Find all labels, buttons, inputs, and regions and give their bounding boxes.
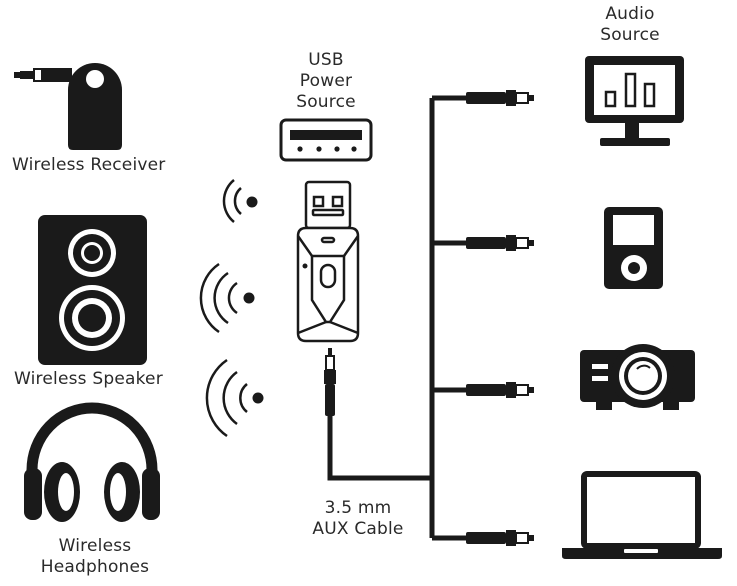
- wireless-receiver-label: Wireless Receiver: [12, 155, 166, 175]
- aux-cable-label-line1: 3.5 mm: [324, 498, 392, 518]
- usb-port-icon: [279, 118, 373, 162]
- wifi-signal-icon: [205, 358, 264, 438]
- aux-cable-label: 3.5 mm AUX Cable: [300, 498, 416, 540]
- speaker-icon: [38, 215, 147, 365]
- wireless-speaker-label: Wireless Speaker: [14, 369, 163, 389]
- usb-power-source-label: USB Power Source: [280, 50, 372, 113]
- wireless-headphones-label-line1: Wireless: [58, 536, 132, 556]
- bluetooth-adapter-icon: [296, 180, 360, 343]
- aux-plug-icon: [466, 530, 534, 546]
- headphones-icon: [24, 402, 160, 522]
- laptop-icon: [562, 471, 722, 559]
- usb-power-source-label-line2: Power: [299, 71, 353, 91]
- aux-plug-icon: [466, 382, 534, 398]
- audio-source-label-line2: Source: [600, 25, 660, 45]
- aux-cable-label-line2: AUX Cable: [312, 519, 404, 539]
- aux-plug-icon: [466, 90, 534, 106]
- wireless-headphones-label-line2: Headphones: [40, 557, 150, 577]
- projector-icon: [580, 344, 695, 410]
- wifi-signal-icon: [222, 179, 258, 223]
- aux-plug-icon: [324, 348, 336, 416]
- audio-source-label-line1: Audio: [605, 4, 655, 24]
- wireless-headphones-label: Wireless Headphones: [20, 536, 170, 578]
- mp3-player-icon: [604, 207, 663, 289]
- usb-power-source-label-line1: USB: [308, 50, 344, 70]
- aux-plug-icon: [466, 235, 534, 251]
- audio-source-label: Audio Source: [584, 4, 676, 46]
- monitor-icon: [585, 56, 684, 146]
- wifi-signal-icon: [199, 262, 255, 334]
- wireless-receiver-icon: [14, 63, 122, 150]
- usb-power-source-label-line3: Source: [296, 92, 356, 112]
